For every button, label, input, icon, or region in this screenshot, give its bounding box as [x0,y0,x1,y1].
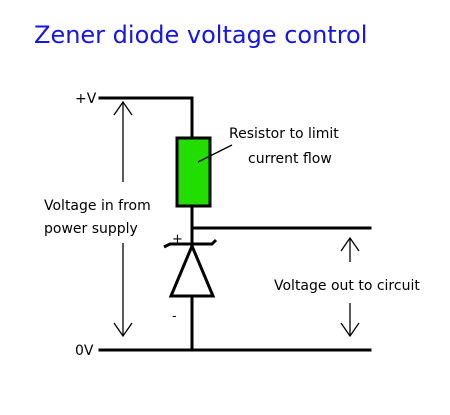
voltage-out-arrow [340,236,360,338]
wires [98,96,372,352]
zener-diode [163,238,218,298]
zener-minus-sign: - [172,309,177,324]
zener-triangle [168,242,216,298]
resistor [175,136,212,208]
voltage-out-label: Voltage out to circuit [274,278,420,294]
resistor-label-line-2: current flow [248,151,332,167]
voltage-in-label-line-1: Voltage in from [44,198,151,214]
resistor-label-pointer [197,144,233,163]
voltage-in-arrow [113,100,133,338]
zener-plus-sign: + [172,232,183,247]
plus-v-label: +V [75,91,97,107]
voltage-in-label-line-2: power supply [44,221,138,237]
zero-v-label: 0V [75,343,94,359]
zener-cathode-bar [163,238,218,249]
resistor-label-line-1: Resistor to limit [229,126,339,142]
diagram-title: Zener diode voltage control [34,21,367,49]
